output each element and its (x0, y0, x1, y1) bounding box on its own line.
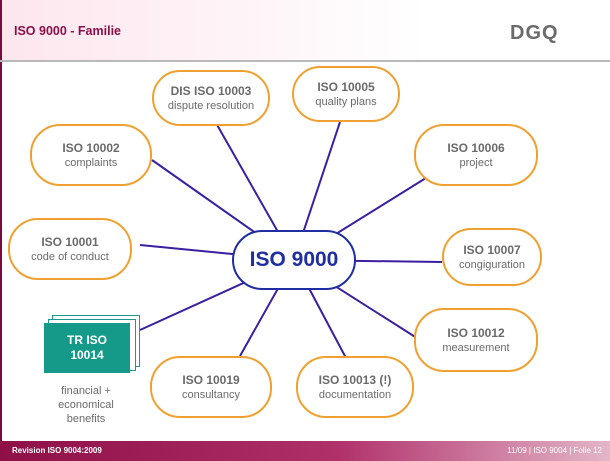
node-title: ISO 10001 (41, 234, 99, 249)
node-iso-10013: ISO 10013 (!) documentation (296, 356, 414, 418)
node-desc: project (459, 156, 493, 169)
center-label: ISO 9000 (249, 248, 339, 271)
node-iso-10003: DIS ISO 10003 dispute resolution (152, 70, 270, 126)
header-band (0, 0, 610, 60)
book-caption: financial + economical benefits (58, 385, 114, 425)
node-iso-10005: ISO 10005 quality plans (292, 66, 400, 122)
left-accent-bar (0, 0, 2, 461)
dgq-logo: DGQ (510, 22, 559, 44)
node-desc: quality plans (315, 95, 377, 108)
slide-title: ISO 9000 - Familie (14, 24, 121, 38)
node-desc: dispute resolution (167, 99, 255, 112)
node-iso-10001: ISO 10001 code of conduct (8, 218, 132, 280)
node-title: ISO 10019 (182, 372, 240, 387)
node-iso-10002: ISO 10002 complaints (30, 124, 152, 186)
footer-left-text: Revision ISO 9004:2009 (12, 446, 102, 455)
node-desc: complaints (64, 156, 118, 169)
node-desc: code of conduct (31, 250, 109, 263)
node-iso-10006: ISO 10006 project (414, 124, 538, 186)
node-desc: consultancy (181, 388, 241, 401)
node-desc: congiguration (458, 258, 526, 271)
node-iso-10019: ISO 10019 consultancy (150, 356, 272, 418)
book-title-line2: 10014 (70, 348, 104, 362)
node-title: DIS ISO 10003 (170, 83, 252, 98)
node-iso-10012: ISO 10012 measurement (414, 308, 538, 372)
node-title: ISO 10005 (317, 79, 375, 94)
center-node-iso-9000: ISO 9000 (232, 230, 356, 290)
footer-right-text: 11/09 | ISO 9004 | Folie 12 (507, 446, 602, 455)
node-title: ISO 10007 (463, 242, 521, 257)
book-cover: TR ISO 10014 (44, 323, 130, 373)
header-divider (0, 60, 610, 62)
book-title-line1: TR ISO (66, 333, 107, 347)
node-desc: measurement (442, 341, 510, 354)
node-title: ISO 10002 (62, 140, 120, 155)
node-title: ISO 10013 (!) (318, 372, 392, 387)
node-title: ISO 10006 (447, 140, 505, 155)
node-desc: documentation (318, 388, 392, 401)
node-iso-10007: ISO 10007 congiguration (442, 228, 542, 286)
node-title: ISO 10012 (447, 325, 505, 340)
footer-bar: Revision ISO 9004:2009 11/09 | ISO 9004 … (0, 441, 610, 461)
